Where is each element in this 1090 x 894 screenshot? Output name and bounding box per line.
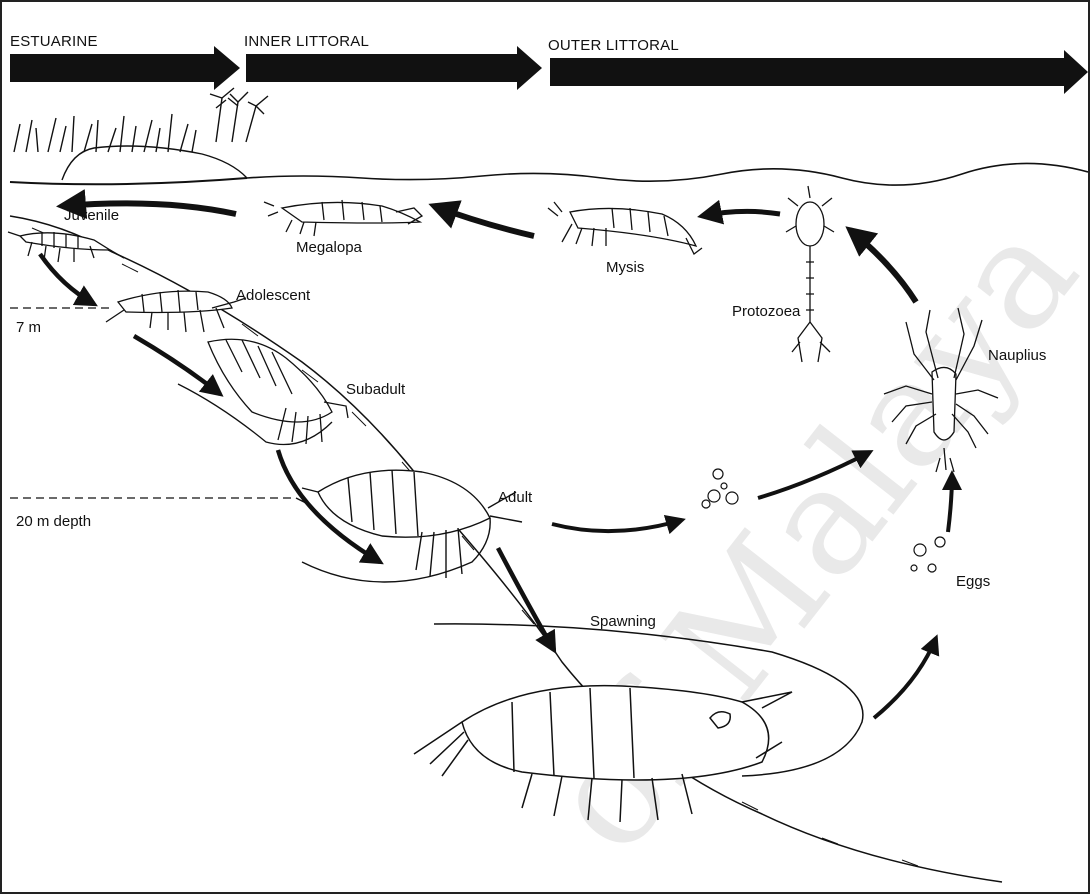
subadult-shrimp (178, 339, 348, 444)
arrow-adult-to-spawning (498, 548, 554, 650)
label-protozoea: Protozoea (732, 303, 801, 320)
arrow-protozoea-to-mysis (702, 211, 780, 216)
arrow-spawning-to-eggs (874, 638, 936, 718)
protozoea-larva (786, 186, 834, 362)
label-subadult: Subadult (346, 381, 406, 398)
zone-label-inner-littoral: INNER LITTORAL (244, 33, 369, 50)
depth-label-20m: 20 m depth (16, 513, 91, 530)
arrow-adolescent-to-subadult (134, 336, 220, 394)
label-juvenile: Juvenile (64, 207, 119, 224)
mysis-shrimp (548, 202, 702, 254)
label-adult: Adult (498, 489, 533, 506)
megalopa-shrimp (264, 200, 422, 236)
mangrove-shore (10, 88, 268, 184)
arrow-juvenile-to-adolescent (40, 254, 94, 304)
label-adolescent: Adolescent (236, 287, 311, 304)
arrow-adult-to-larvae (552, 520, 682, 531)
outer-littoral-arrow (550, 50, 1088, 94)
label-nauplius: Nauplius (988, 347, 1046, 364)
label-mysis: Mysis (606, 259, 644, 276)
estuarine-arrow (10, 46, 240, 90)
inner-littoral-arrow (246, 46, 542, 90)
label-eggs: Eggs (956, 573, 990, 590)
label-spawning: Spawning (590, 613, 656, 630)
arrow-nauplius-to-protozoea (850, 230, 916, 302)
juvenile-shrimp (8, 232, 124, 262)
water-surface (247, 163, 1088, 185)
zone-label-outer-littoral: OUTER LITTORAL (548, 37, 679, 54)
depth-label-7m: 7 m (16, 319, 41, 336)
label-megalopa: Megalopa (296, 239, 363, 256)
arrow-mysis-to-megalopa (434, 206, 534, 236)
zone-label-estuarine: ESTUARINE (10, 33, 98, 50)
